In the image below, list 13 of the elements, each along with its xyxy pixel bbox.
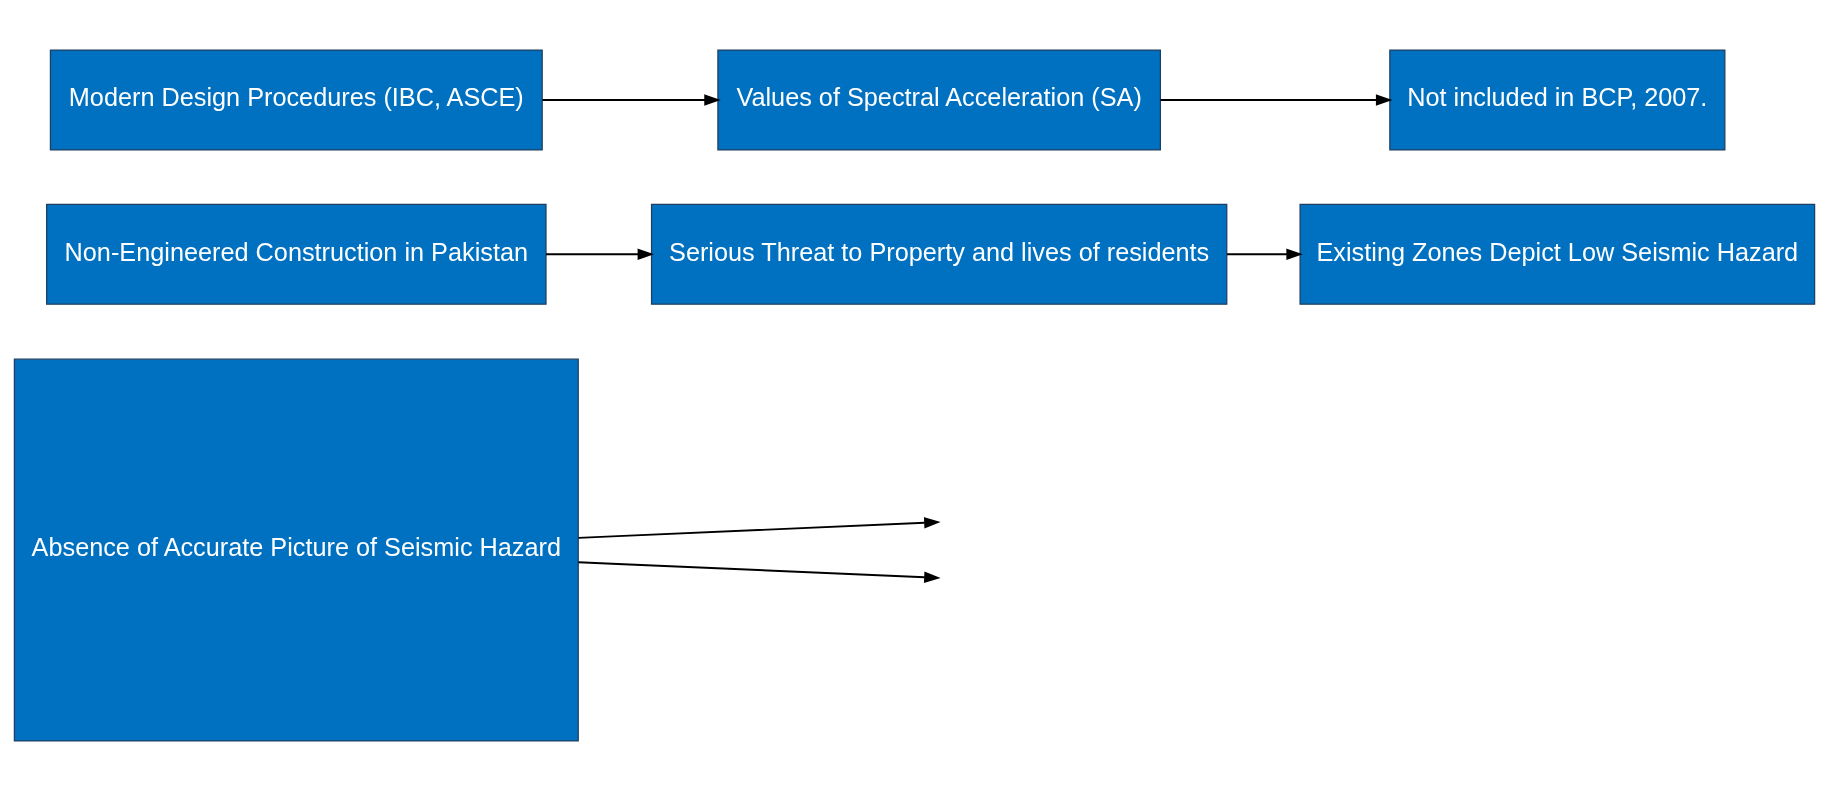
node-box: Modern Design Procedures (IBC, ASCE) bbox=[49, 48, 543, 151]
arrow bbox=[1225, 247, 1303, 260]
node-box: Non-Engineered Construction in Pakistan bbox=[45, 203, 547, 305]
arrow bbox=[544, 247, 654, 260]
node-box: Existing Zones Depict Low Seismic Hazard bbox=[1298, 203, 1815, 305]
node-box: Serious Threat to Property and lives of residents bbox=[650, 203, 1227, 305]
node-box: Not included in BCP, 2007. bbox=[1388, 48, 1725, 151]
arrow bbox=[576, 560, 941, 583]
node-box: Absence of Accurate Picture of Seismic Hazard bbox=[13, 358, 579, 742]
arrow bbox=[576, 516, 941, 539]
node-box: Values of Spectral Acceleration (SA) bbox=[716, 48, 1161, 151]
arrow bbox=[1159, 93, 1392, 106]
arrow bbox=[540, 93, 721, 106]
